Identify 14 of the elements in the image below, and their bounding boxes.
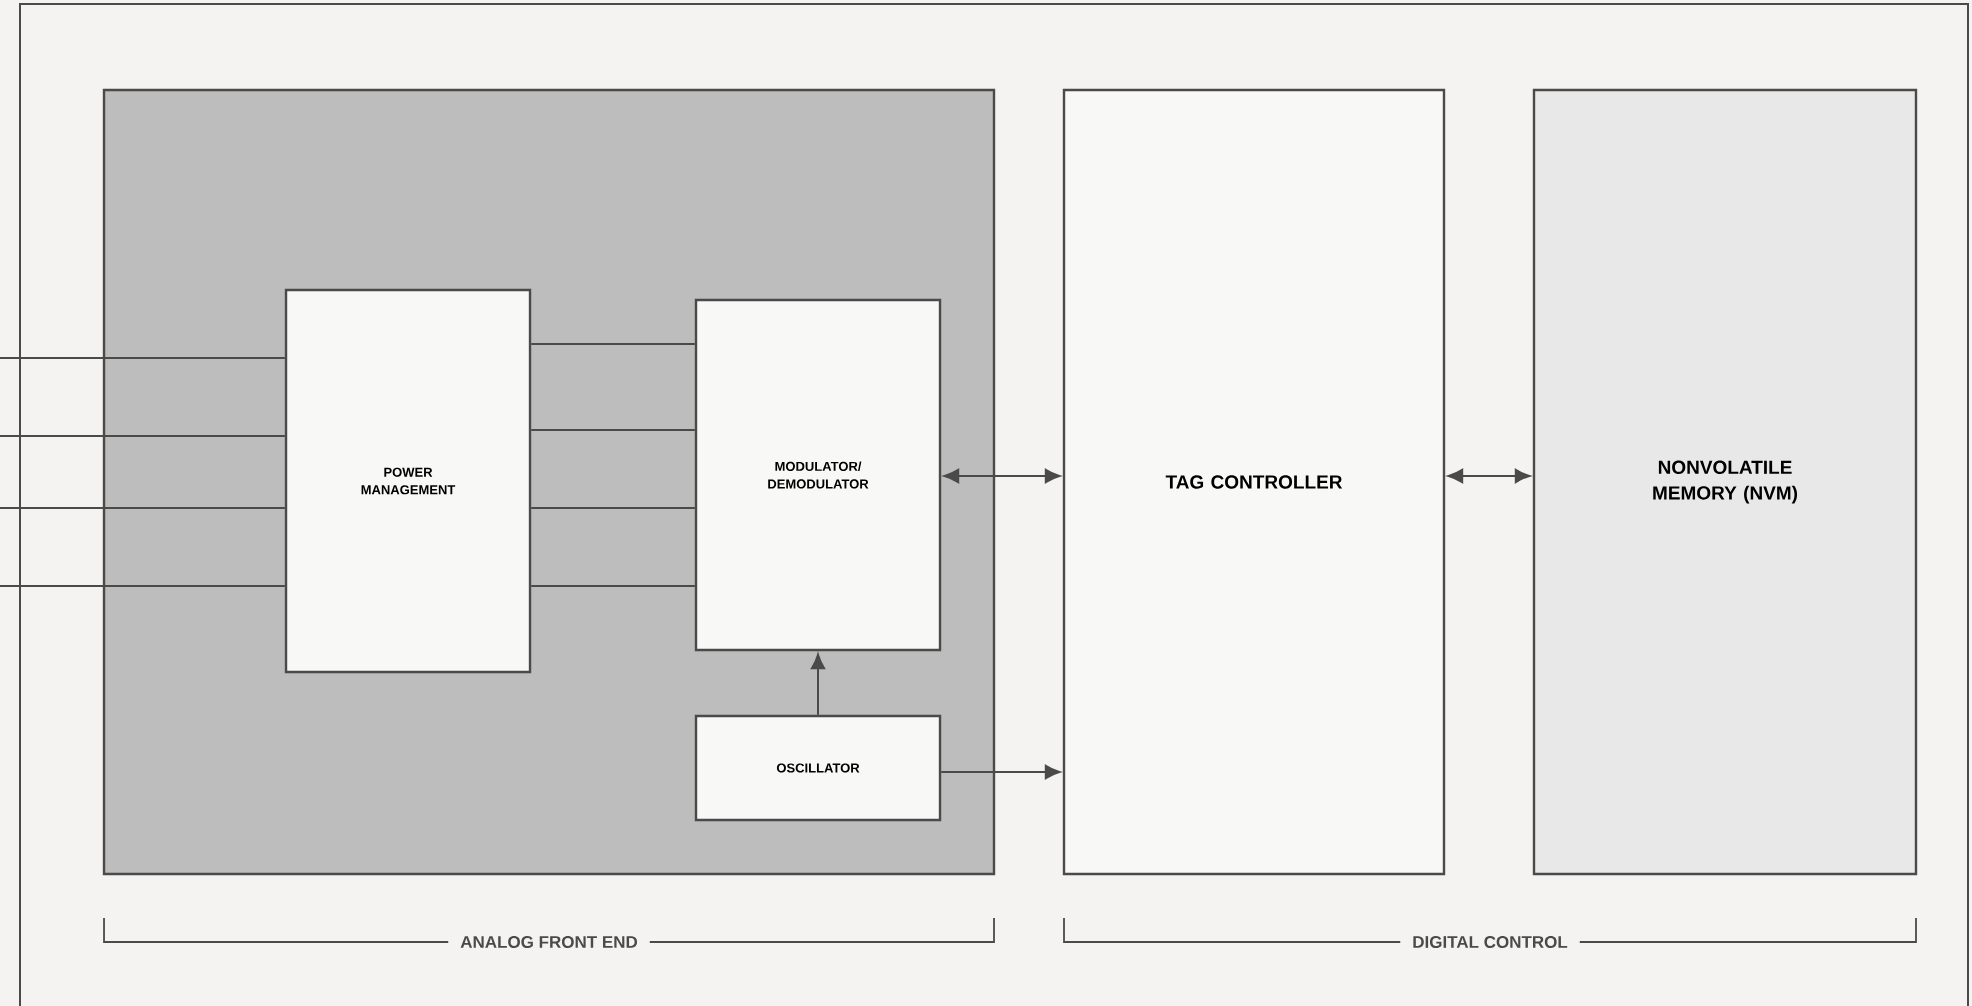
connector-line — [530, 507, 696, 509]
connector-line — [530, 585, 696, 587]
arrow — [1447, 468, 1531, 484]
block-box: TAG CONTROLLER — [1062, 88, 1446, 876]
connector-line — [530, 429, 696, 431]
connector-line — [0, 357, 286, 359]
connector-line — [0, 507, 286, 509]
connector-line — [530, 343, 696, 345]
connector-line — [0, 435, 286, 437]
arrow — [940, 764, 1061, 780]
connector-line — [0, 585, 286, 587]
arrow — [810, 653, 826, 716]
arrow — [943, 468, 1061, 484]
block-box: NONVOLATILE MEMORY (NVM) — [1532, 88, 1918, 876]
